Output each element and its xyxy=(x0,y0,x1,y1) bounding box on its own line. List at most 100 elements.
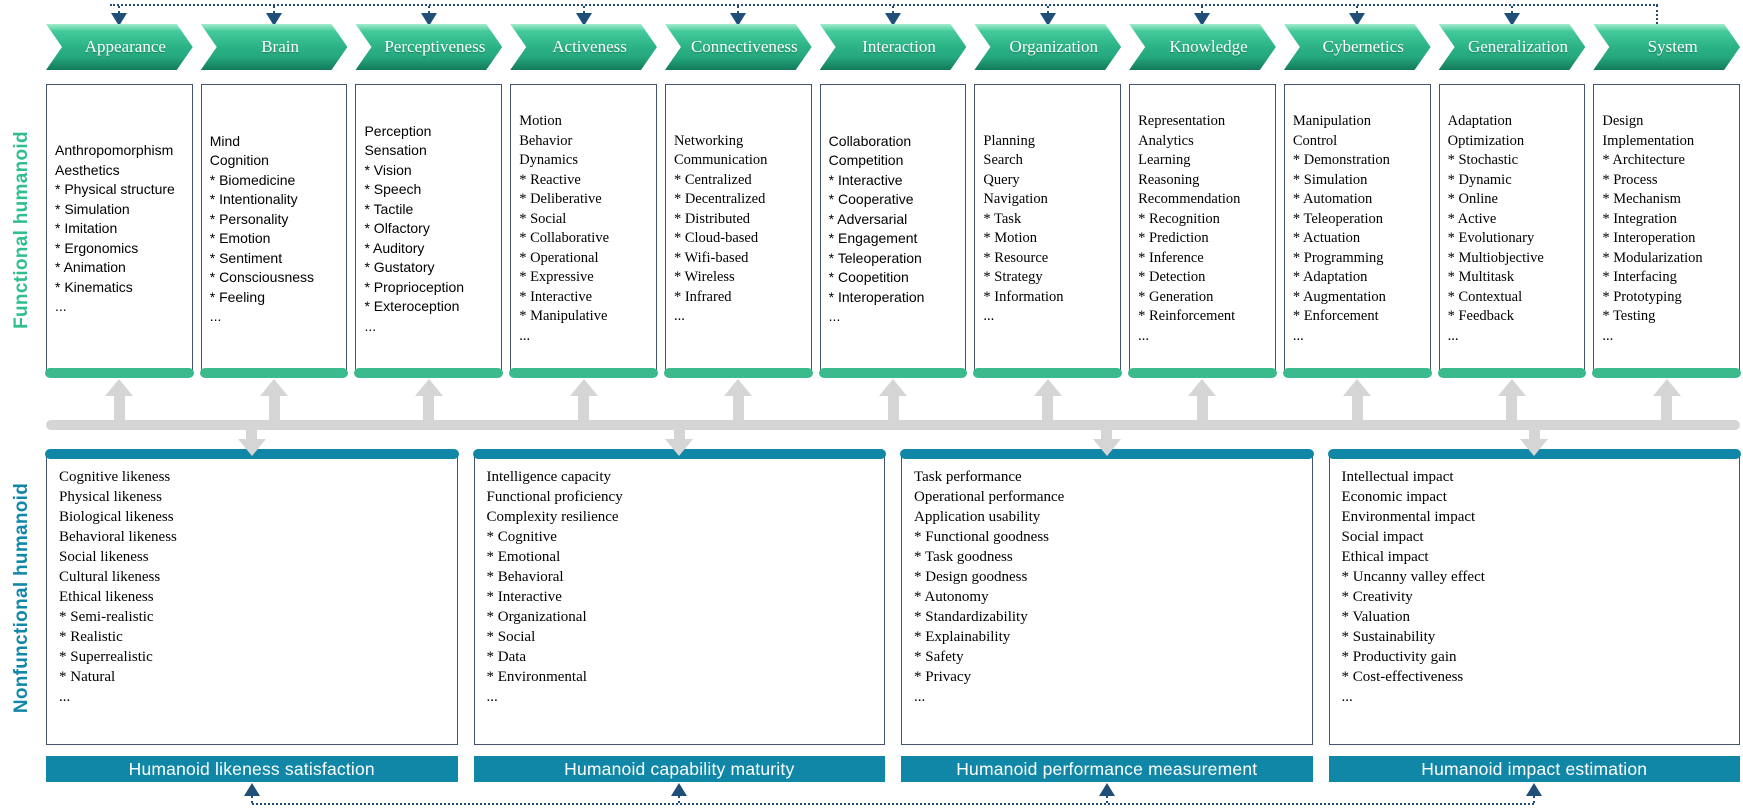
marker-head xyxy=(243,783,260,796)
list-item: * Teleoperation xyxy=(828,249,922,266)
down-arrowhead-marker xyxy=(885,6,901,26)
arrow-stem xyxy=(1506,396,1518,420)
list-item: * Reactive xyxy=(519,171,581,188)
list-item: ... xyxy=(1138,327,1150,344)
arrow-stem xyxy=(1196,396,1208,420)
list-item: * Infrared xyxy=(673,288,732,305)
list-item: * Semi-realistic xyxy=(59,609,154,625)
arrow-stem xyxy=(423,396,435,420)
dimension-header-label: Knowledge xyxy=(1169,37,1248,56)
list-item: * Safety xyxy=(914,649,964,665)
list-item: Sensation xyxy=(364,142,427,159)
list-item: * Animation xyxy=(55,259,126,276)
marker-stem xyxy=(1510,6,1513,13)
list-item: Economic impact xyxy=(1341,489,1447,505)
list-item: * Imitation xyxy=(55,220,118,237)
list-item: * Cloud-based xyxy=(673,230,759,246)
arrow-stem xyxy=(1661,396,1673,420)
list-item: * Cognitive xyxy=(486,529,557,545)
list-item: Behavior xyxy=(519,132,573,149)
list-item: * Stochastic xyxy=(1447,152,1519,168)
arrow-head xyxy=(1652,379,1681,396)
arrow-head xyxy=(260,379,289,396)
list-item: ... xyxy=(55,298,67,315)
list-item: * Personality xyxy=(209,210,289,227)
down-arrowhead-marker xyxy=(730,6,747,26)
list-item: Communication xyxy=(673,152,768,168)
list-item: * Online xyxy=(1447,191,1498,207)
list-item: Cognition xyxy=(209,152,269,168)
marker-head xyxy=(1194,13,1211,26)
list-item: * Natural xyxy=(59,669,116,685)
up-arrow xyxy=(879,379,907,420)
marker-head xyxy=(1503,13,1520,26)
list-item: Perception xyxy=(364,122,432,139)
down-arrow xyxy=(1520,430,1549,456)
list-item: * Speech xyxy=(364,181,422,198)
list-item: * Motion xyxy=(983,230,1037,246)
arrow-stem xyxy=(732,396,744,420)
list-item: Cognitive likeness xyxy=(59,469,171,485)
list-item: * Strategy xyxy=(983,269,1043,285)
dimension-header-chevron: Activeness xyxy=(510,24,657,70)
list-item: * Demonstration xyxy=(1292,152,1390,168)
list-item: Control xyxy=(1292,132,1338,149)
arrow-stem xyxy=(1101,430,1113,439)
central-bus-bar xyxy=(46,420,1740,430)
arrow-head xyxy=(1092,439,1121,456)
list-item: Representation xyxy=(1138,113,1226,129)
list-item: * Interfacing xyxy=(1602,269,1677,285)
marker-stem xyxy=(1356,6,1359,13)
arrow-head xyxy=(1188,379,1217,396)
down-arrowhead-marker xyxy=(111,6,128,26)
list-item: ... xyxy=(1447,327,1459,344)
list-item: Reasoning xyxy=(1138,171,1200,188)
top-connector-elbow xyxy=(1656,5,1658,24)
arrow-head xyxy=(414,379,443,396)
caption-bar: Humanoid capability maturity xyxy=(473,756,885,782)
list-item: * Programming xyxy=(1292,249,1384,266)
list-item: Task performance xyxy=(914,469,1022,485)
list-item: * Auditory xyxy=(364,239,425,256)
list-item: Application usability xyxy=(914,509,1041,525)
up-arrow xyxy=(260,379,289,420)
list-item: * Modularization xyxy=(1602,249,1703,266)
marker-stem xyxy=(1046,6,1049,13)
list-item: * Wireless xyxy=(673,269,735,285)
marker-head xyxy=(730,13,747,26)
dimension-header-label: Organization xyxy=(1009,37,1098,56)
marker-stem xyxy=(250,796,253,803)
marker-stem xyxy=(678,796,681,803)
list-item: * Inference xyxy=(1138,249,1204,266)
list-item: * Centralized xyxy=(673,171,752,188)
list-item: Design xyxy=(1602,113,1644,129)
list-item: * Feedback xyxy=(1447,308,1515,324)
list-item: * Physical structure xyxy=(55,181,175,198)
list-item: * Manipulative xyxy=(519,308,608,324)
list-item: * Olfactory xyxy=(364,220,430,237)
list-item: ... xyxy=(1292,327,1304,344)
list-item: * Generation xyxy=(1138,288,1214,305)
up-arrow xyxy=(1033,379,1062,420)
list-item: * Contextual xyxy=(1447,288,1523,305)
list-item: Ethical likeness xyxy=(59,589,154,605)
marker-stem xyxy=(892,6,894,13)
list-item: * Sentiment xyxy=(209,249,283,266)
list-item: * Behavioral xyxy=(486,569,564,585)
list-item: * Feeling xyxy=(209,288,265,305)
dimension-header-label: Perceptiveness xyxy=(384,37,486,56)
arrow-stem xyxy=(1351,396,1363,420)
list-item: * Productivity gain xyxy=(1341,649,1457,665)
marker-head xyxy=(111,13,128,26)
list-item: * Interoperation xyxy=(1602,230,1696,246)
